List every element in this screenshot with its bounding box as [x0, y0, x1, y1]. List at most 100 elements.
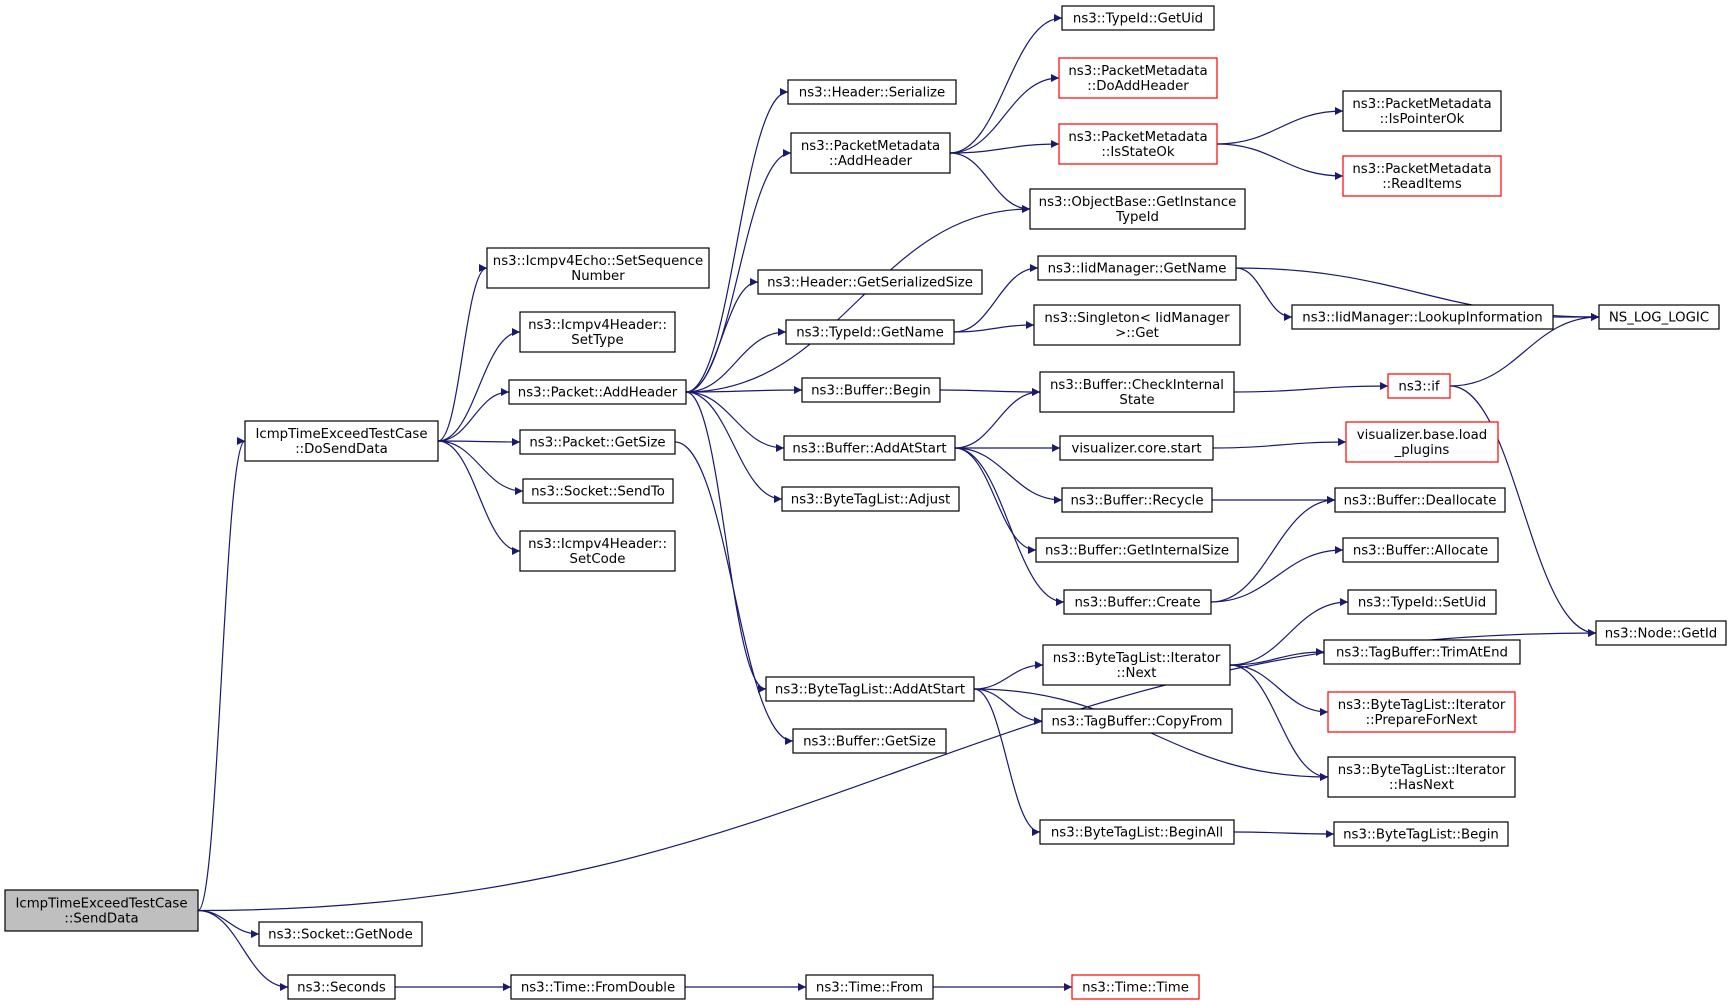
function-node-btladdatstart[interactable]: ns3::ByteTagList::AddAtStart	[765, 676, 975, 702]
function-node-pmreaditems[interactable]: ns3::PacketMetadata::ReadItems	[1342, 155, 1502, 197]
function-node-iidlookup[interactable]: ns3::IidManager::LookupInformation	[1291, 304, 1554, 330]
function-node-bufgetintsize[interactable]: ns3::Buffer::GetInternalSize	[1035, 537, 1239, 563]
function-node-btlbegin[interactable]: ns3::ByteTagList::Begin	[1333, 821, 1509, 847]
function-label: ns3::Packet::GetSize	[529, 436, 665, 451]
call-edge-pmisstateok-to-pmispointerok	[1216, 107, 1344, 145]
function-box	[244, 420, 439, 462]
function-node-nodegetid[interactable]: ns3::Node::GetId	[1595, 620, 1727, 646]
function-node-tagbuftrim[interactable]: ns3::TagBuffer::TrimAtEnd	[1323, 639, 1521, 665]
function-label: ns3::IidManager::LookupInformation	[1302, 311, 1542, 326]
function-label: ::AddHeader	[829, 154, 913, 169]
call-edge-btlitnext-to-tagbuftrim	[1229, 648, 1325, 666]
function-node-btlitnext[interactable]: ns3::ByteTagList::Iterator::Next	[1042, 644, 1231, 686]
function-label: ns3::Node::GetId	[1605, 627, 1718, 642]
function-node-bufrecycle[interactable]: ns3::Buffer::Recycle	[1061, 487, 1213, 513]
function-label: ns3::Buffer::Deallocate	[1344, 494, 1497, 509]
call-edge-viscorestart-to-visloadplugins	[1212, 438, 1347, 449]
function-label: SetType	[571, 333, 623, 348]
function-node-setcode[interactable]: ns3::Icmpv4Header::SetCode	[519, 530, 676, 572]
function-node-bufgetsize[interactable]: ns3::Buffer::GetSize	[792, 728, 947, 754]
function-label: ns3::Icmpv4Header::	[528, 537, 667, 552]
node-layer: IcmpTimeExceedTestCase::SendData IcmpTime…	[4, 5, 1727, 1000]
function-label: ns3::ByteTagList::Begin	[1343, 828, 1499, 843]
function-node-pmispointerok[interactable]: ns3::PacketMetadata::IsPointerOk	[1342, 90, 1502, 132]
function-node-bufbegin[interactable]: ns3::Buffer::Begin	[801, 377, 941, 403]
function-node-bufaddatstart[interactable]: ns3::Buffer::AddAtStart	[783, 435, 956, 461]
function-node-singletonget[interactable]: ns3::Singleton< IidManager>::Get	[1033, 304, 1241, 346]
function-label: >::Get	[1115, 326, 1159, 341]
function-label: ns3::Packet::AddHeader	[518, 386, 678, 401]
function-node-ns3if[interactable]: ns3::if	[1387, 373, 1451, 399]
function-box	[757, 269, 983, 295]
call-edge-dosenddata-to-setcode	[437, 440, 521, 555]
call-edge-pktaddheader-to-btladjust	[685, 391, 783, 503]
function-box	[1041, 708, 1233, 734]
function-node-hdrgetsersize[interactable]: ns3::Header::GetSerializedSize	[757, 269, 983, 295]
call-edge-bufaddatstart-to-bufcreate	[954, 447, 1065, 606]
function-node-typeidgetname[interactable]: ns3::TypeId::GetName	[785, 319, 955, 345]
function-label: ns3::PacketMetadata	[801, 139, 940, 154]
call-edge-typeidgetname-to-iidgetname	[953, 264, 1039, 333]
function-node-pmaddheader[interactable]: ns3::PacketMetadata::AddHeader	[790, 132, 951, 174]
function-box	[1347, 589, 1497, 615]
function-box	[1058, 57, 1218, 99]
call-edge-dosenddata-to-setseq	[437, 264, 488, 442]
function-node-sockgetnode[interactable]: ns3::Socket::GetNode	[258, 921, 423, 947]
function-node-socksendto[interactable]: ns3::Socket::SendTo	[522, 478, 674, 504]
function-box	[1033, 304, 1241, 346]
function-node-btladjust[interactable]: ns3::ByteTagList::Adjust	[781, 486, 960, 512]
function-node-btlbeginall[interactable]: ns3::ByteTagList::BeginAll	[1039, 819, 1235, 845]
function-node-tagbufcopyfrom[interactable]: ns3::TagBuffer::CopyFrom	[1041, 708, 1233, 734]
function-box	[1042, 644, 1231, 686]
function-label: ns3::Time::Time	[1082, 981, 1189, 996]
function-node-pmisstateok[interactable]: ns3::PacketMetadata::IsStateOk	[1058, 123, 1218, 165]
function-node-btlhasnext[interactable]: ns3::ByteTagList::Iterator::HasNext	[1327, 756, 1516, 798]
function-label: ns3::TypeId::GetName	[796, 326, 944, 341]
function-box	[1058, 123, 1218, 165]
function-node-visloadplugins[interactable]: visualizer.base.load_plugins	[1345, 421, 1499, 463]
function-label: _plugins	[1394, 443, 1450, 458]
function-box	[1037, 255, 1237, 281]
function-node-seconds[interactable]: ns3::Seconds	[287, 974, 396, 1000]
function-label: ns3::Buffer::GetInternalSize	[1045, 544, 1229, 559]
function-node-timetime[interactable]: ns3::Time::Time	[1071, 974, 1200, 1000]
function-box	[519, 429, 676, 455]
function-node-timefromdouble[interactable]: ns3::Time::FromDouble	[510, 974, 686, 1000]
function-label: SetCode	[570, 552, 626, 567]
function-node-bufalloc[interactable]: ns3::Buffer::Allocate	[1342, 537, 1499, 563]
function-node-pktgetsize[interactable]: ns3::Packet::GetSize	[519, 429, 676, 455]
call-edge-pmaddheader-to-pmisstateok	[949, 140, 1060, 154]
function-node-bufcreate[interactable]: ns3::Buffer::Create	[1063, 589, 1212, 615]
function-node-timefrom[interactable]: ns3::Time::From	[805, 974, 934, 1000]
call-edge-dosenddata-to-pktgetsize	[437, 437, 521, 446]
function-node-btlprepare[interactable]: ns3::ByteTagList::Iterator::PrepareForNe…	[1327, 691, 1516, 733]
function-box	[1029, 188, 1246, 230]
function-node-nslog[interactable]: NS_LOG_LOGIC	[1598, 304, 1720, 330]
function-label: ns3::Buffer::Recycle	[1070, 494, 1203, 509]
function-node-typeidgetuid[interactable]: ns3::TypeId::GetUid	[1061, 5, 1215, 31]
function-label: ::DoAddHeader	[1087, 79, 1189, 94]
function-node-pmdoaddheader[interactable]: ns3::PacketMetadata::DoAddHeader	[1058, 57, 1218, 99]
function-node-pktaddheader[interactable]: ns3::Packet::AddHeader	[508, 379, 687, 405]
function-label: ::IsPointerOk	[1380, 112, 1465, 127]
function-node-bufdealloc[interactable]: ns3::Buffer::Deallocate	[1334, 487, 1506, 513]
function-node-dosenddata[interactable]: IcmpTimeExceedTestCase::DoSendData	[244, 420, 439, 462]
function-label: Number	[571, 269, 625, 284]
function-box	[785, 319, 955, 345]
call-edge-bufaddatstart-to-bufgetintsize	[954, 447, 1037, 554]
function-node-typeidsetuid[interactable]: ns3::TypeId::SetUid	[1347, 589, 1497, 615]
function-node-senddata[interactable]: IcmpTimeExceedTestCase::SendData	[4, 889, 199, 932]
function-label: ns3::TagBuffer::TrimAtEnd	[1336, 646, 1508, 661]
function-box	[4, 889, 199, 932]
function-node-settype[interactable]: ns3::Icmpv4Header::SetType	[519, 311, 676, 353]
function-node-viscorestart[interactable]: visualizer.core.start	[1059, 435, 1214, 461]
function-box	[510, 974, 686, 1000]
function-box	[1333, 821, 1509, 847]
call-edge-pktaddheader-to-objgetinst	[685, 205, 1031, 393]
function-node-hdrserialize[interactable]: ns3::Header::Serialize	[787, 79, 957, 105]
function-node-iidgetname[interactable]: ns3::IidManager::GetName	[1037, 255, 1237, 281]
